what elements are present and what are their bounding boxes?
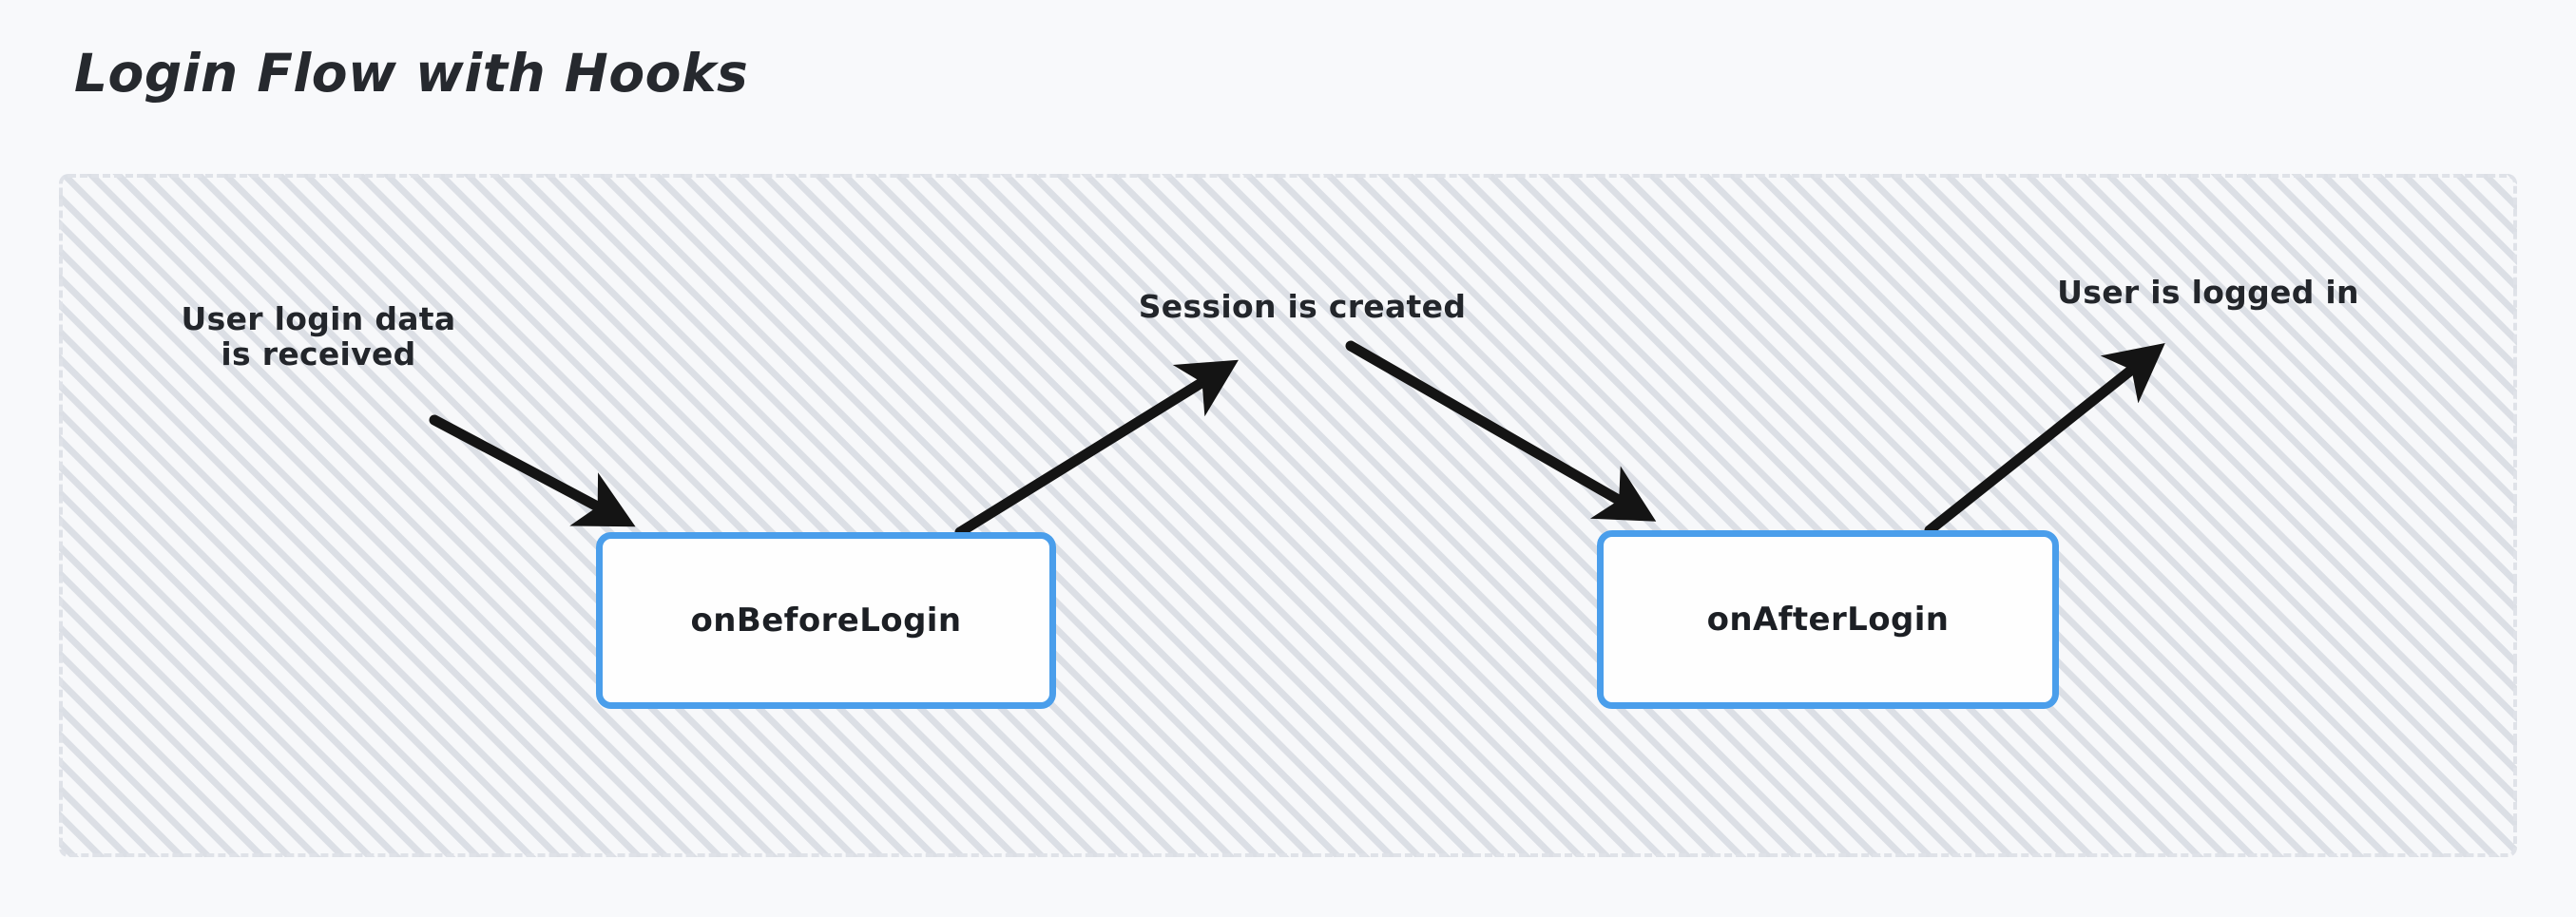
node-on-after-login[interactable]: onAfterLogin — [1597, 530, 2059, 709]
node-on-before-login-label: onBeforeLogin — [690, 602, 962, 640]
edge-label-session-created: Session is created — [1138, 288, 1467, 325]
node-on-before-login[interactable]: onBeforeLogin — [596, 532, 1056, 709]
edge-label-user-login-data: User login data is received — [181, 300, 456, 373]
page-title: Login Flow with Hooks — [74, 43, 749, 104]
edge-label-user-logged-in: User is logged in — [2057, 274, 2359, 311]
node-on-after-login-label: onAfterLogin — [1706, 601, 1950, 639]
